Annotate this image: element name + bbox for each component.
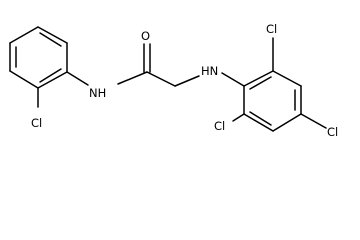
bond (272, 113, 302, 132)
amide-nh-label: NH (89, 86, 106, 100)
bond (272, 70, 302, 87)
chlorine-atom-label: Cl (31, 116, 42, 130)
chlorine-atom-label: Cl (327, 125, 338, 139)
aromatic-double-bond (39, 68, 62, 83)
bond (146, 71, 176, 87)
bond (243, 113, 274, 132)
bond (37, 71, 68, 89)
chlorine-atom-label: Cl (214, 119, 225, 133)
aromatic-double-bond (39, 32, 62, 47)
aromatic-double-bond (249, 111, 272, 126)
chemical-structure: Cl NH O HN Cl Cl Cl (9, 22, 338, 139)
bond (221, 72, 245, 87)
bond (174, 75, 200, 87)
aromatic-double-bond (249, 76, 272, 90)
bond (9, 26, 39, 44)
left-benzene-ring (9, 26, 68, 89)
bond (37, 26, 68, 44)
bond (232, 113, 245, 122)
bond (9, 70, 39, 89)
bond (117, 71, 148, 85)
bond (66, 71, 89, 86)
bond (243, 70, 274, 87)
chlorine-atom-label: Cl (266, 22, 277, 36)
right-benzene-ring (243, 70, 302, 132)
bond (300, 113, 327, 129)
oxygen-atom-label: O (141, 29, 150, 43)
amine-nh-label: HN (201, 64, 218, 78)
